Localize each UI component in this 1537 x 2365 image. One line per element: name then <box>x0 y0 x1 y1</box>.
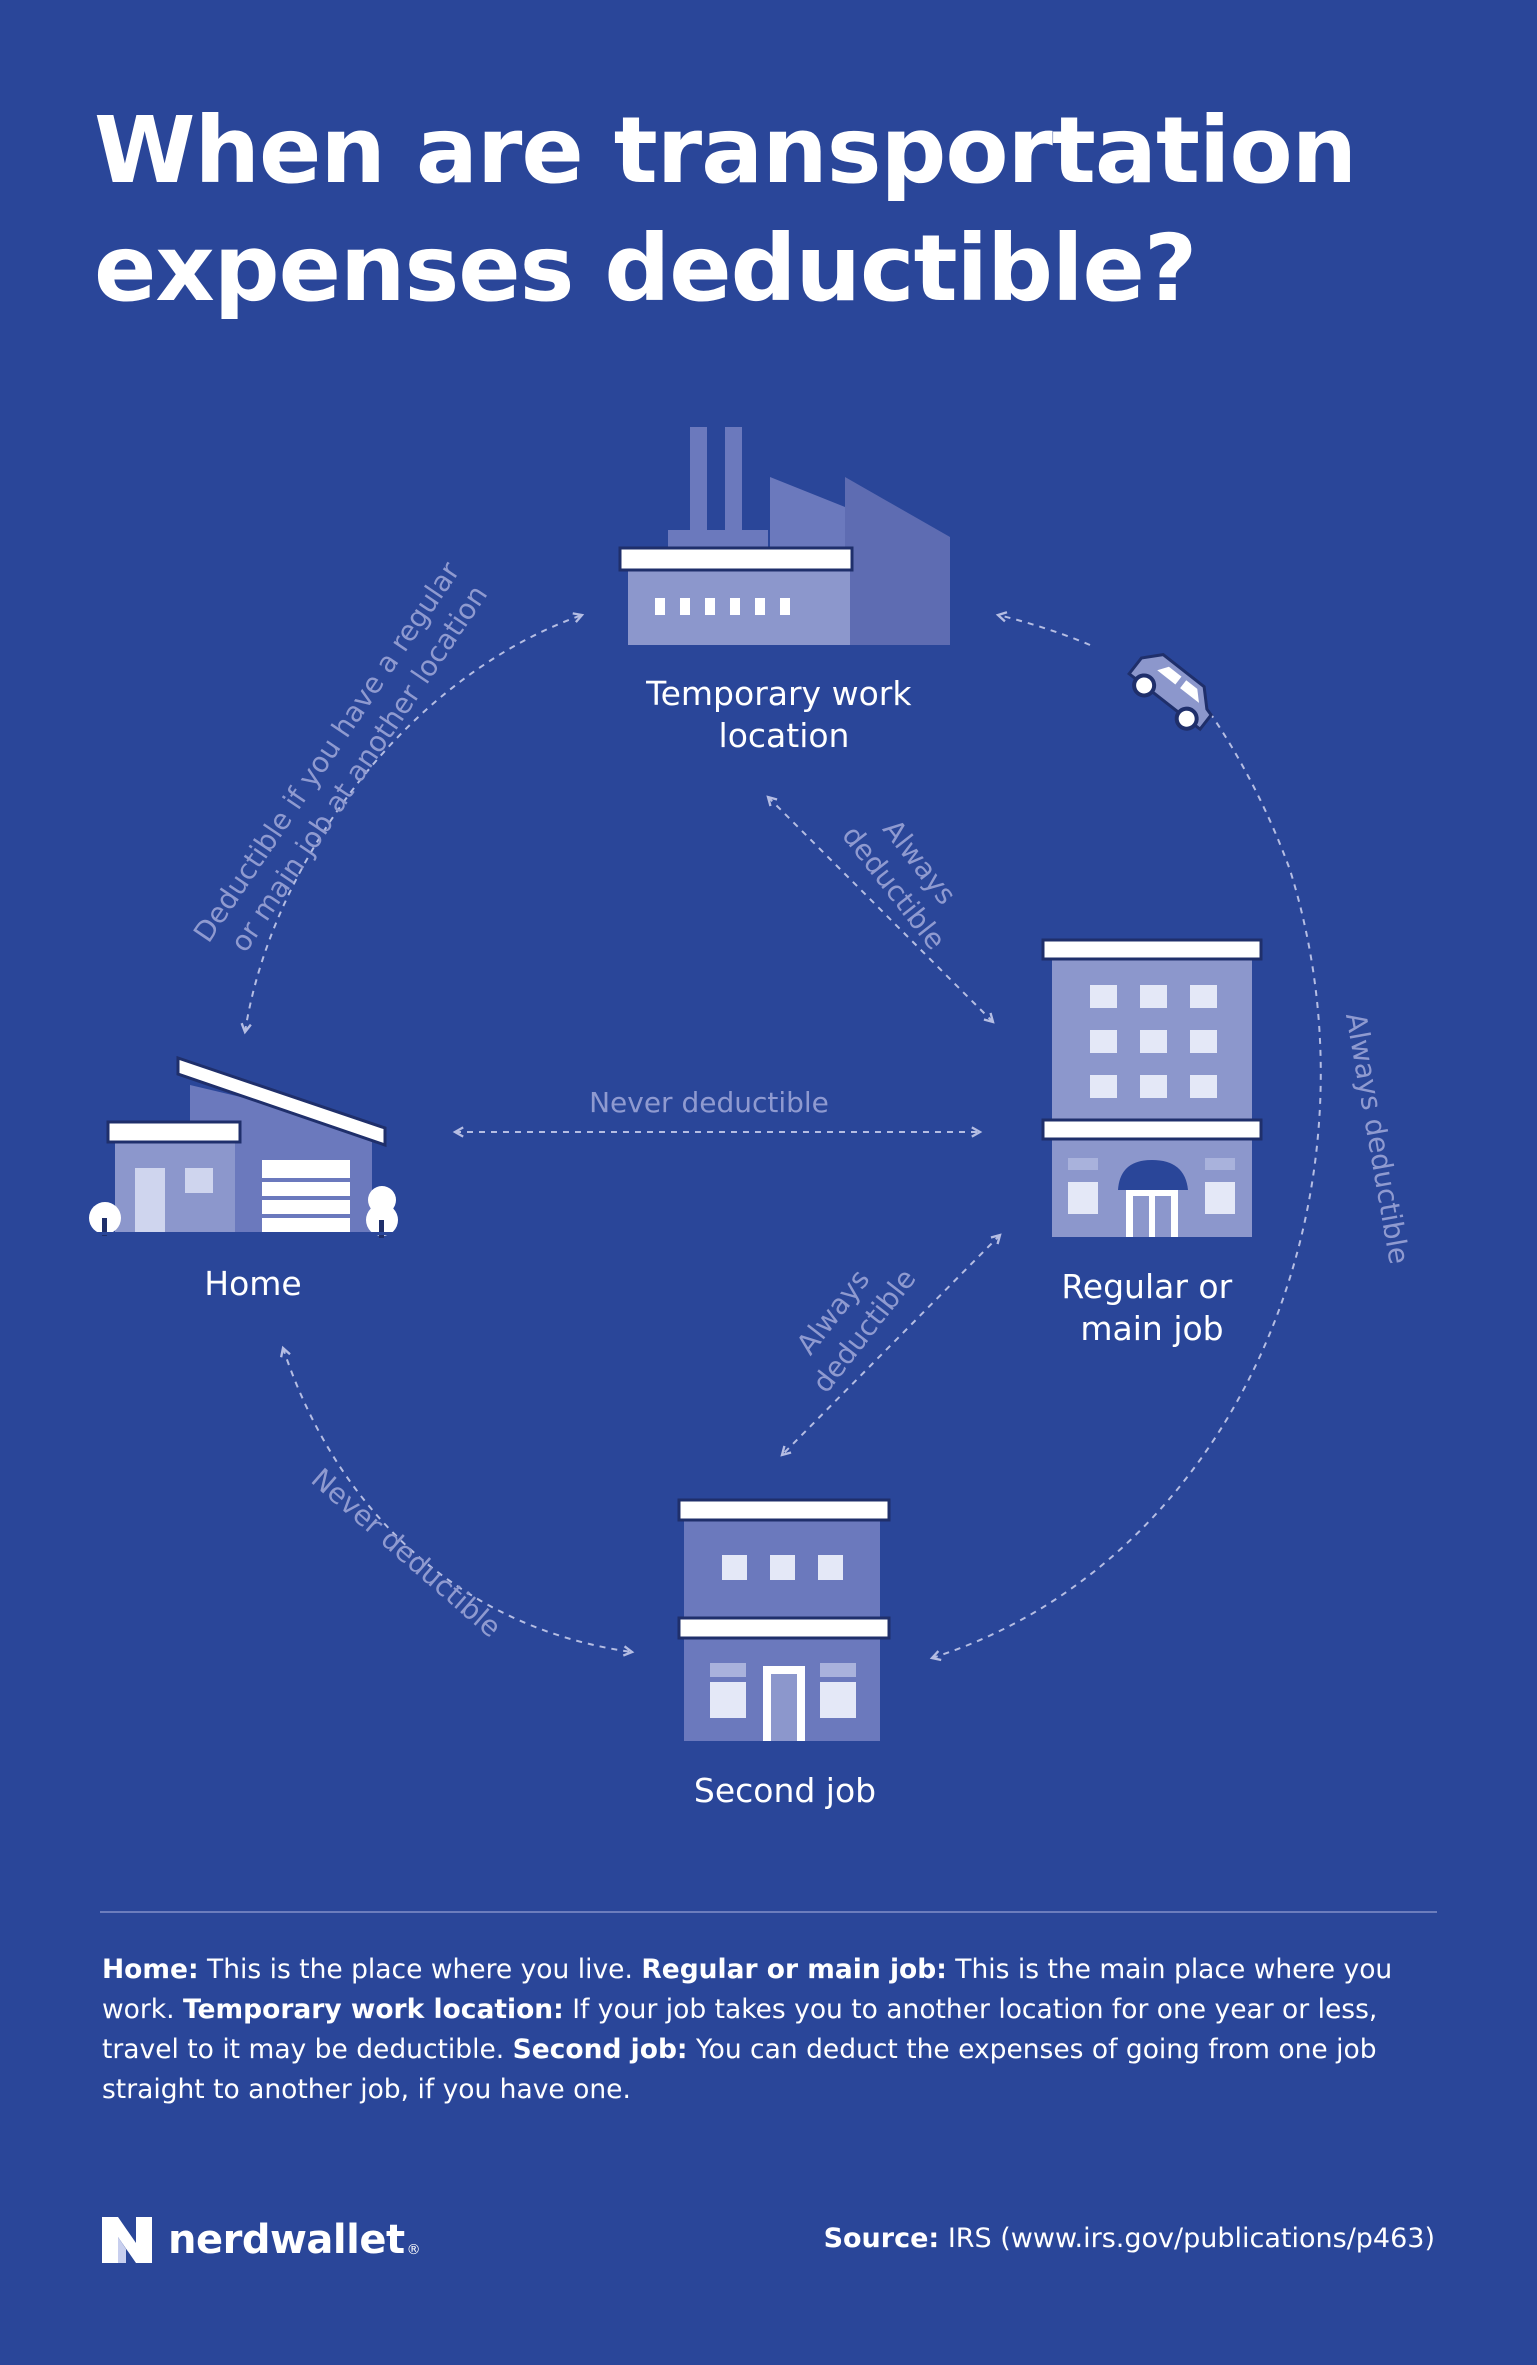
edge-label-second-temporary: Always deductible <box>1339 1010 1416 1266</box>
edge-label-home-temporary: Deductible if you have a regular or main… <box>187 549 501 969</box>
edge-label-home-second: Never deductible <box>305 1462 508 1644</box>
car-icon <box>1127 653 1214 732</box>
house-icon <box>80 1055 400 1238</box>
legend-term-home: Home: <box>102 1954 199 1985</box>
legend-text-regular: This is the main place where you work. <box>102 1954 1393 2025</box>
legend-text-home: This is the place where you live. <box>207 1954 633 1985</box>
legend-text-temporary: If your job takes you to another locatio… <box>102 1994 1378 2065</box>
legend-term-temporary: Temporary work location: <box>183 1994 564 2025</box>
nerdwallet-n-icon <box>102 2217 152 2263</box>
node-label-second: Second job <box>694 1771 876 1810</box>
edge-second-temporary <box>932 615 1322 1658</box>
node-labels: Temporary work location Regular or main … <box>204 674 1242 1810</box>
shop-building-icon <box>677 1498 891 1741</box>
legend-text-second: You can deduct the expenses of going fro… <box>102 2034 1377 2105</box>
divider <box>100 1911 1437 1913</box>
nerdwallet-logo[interactable]: nerdwallet ® <box>100 2212 421 2268</box>
legend-term-second: Second job: <box>512 2034 688 2065</box>
logo-wordmark: nerdwallet <box>168 2217 405 2263</box>
source-label: Source: <box>823 2223 940 2254</box>
page-title: When are transportation expenses deducti… <box>94 97 1357 322</box>
node-label-home: Home <box>204 1264 301 1303</box>
source-text[interactable]: IRS (www.irs.gov/publications/p463) <box>947 2223 1435 2254</box>
factory-icon <box>618 427 950 645</box>
edge-home-second <box>280 1345 635 1657</box>
edge-label-regular-second: Always deductible <box>777 1240 922 1399</box>
node-label-regular: Regular or main job <box>1061 1267 1242 1348</box>
office-building-icon <box>1041 938 1263 1237</box>
registered-mark: ® <box>406 2242 421 2258</box>
transportation-diagram: Deductible if you have a regular or main… <box>80 427 1416 1810</box>
edge-label-temporary-regular: Always deductible <box>835 797 980 956</box>
edges <box>240 615 1322 1658</box>
edge-label-home-regular: Never deductible <box>589 1086 829 1119</box>
legend: Home: This is the place where you live. … <box>102 1950 1442 2110</box>
source-credit: Source: IRS (www.irs.gov/publications/p4… <box>824 2223 1435 2254</box>
legend-term-regular: Regular or main job: <box>641 1954 947 1985</box>
node-label-temporary: Temporary work location <box>645 674 922 755</box>
